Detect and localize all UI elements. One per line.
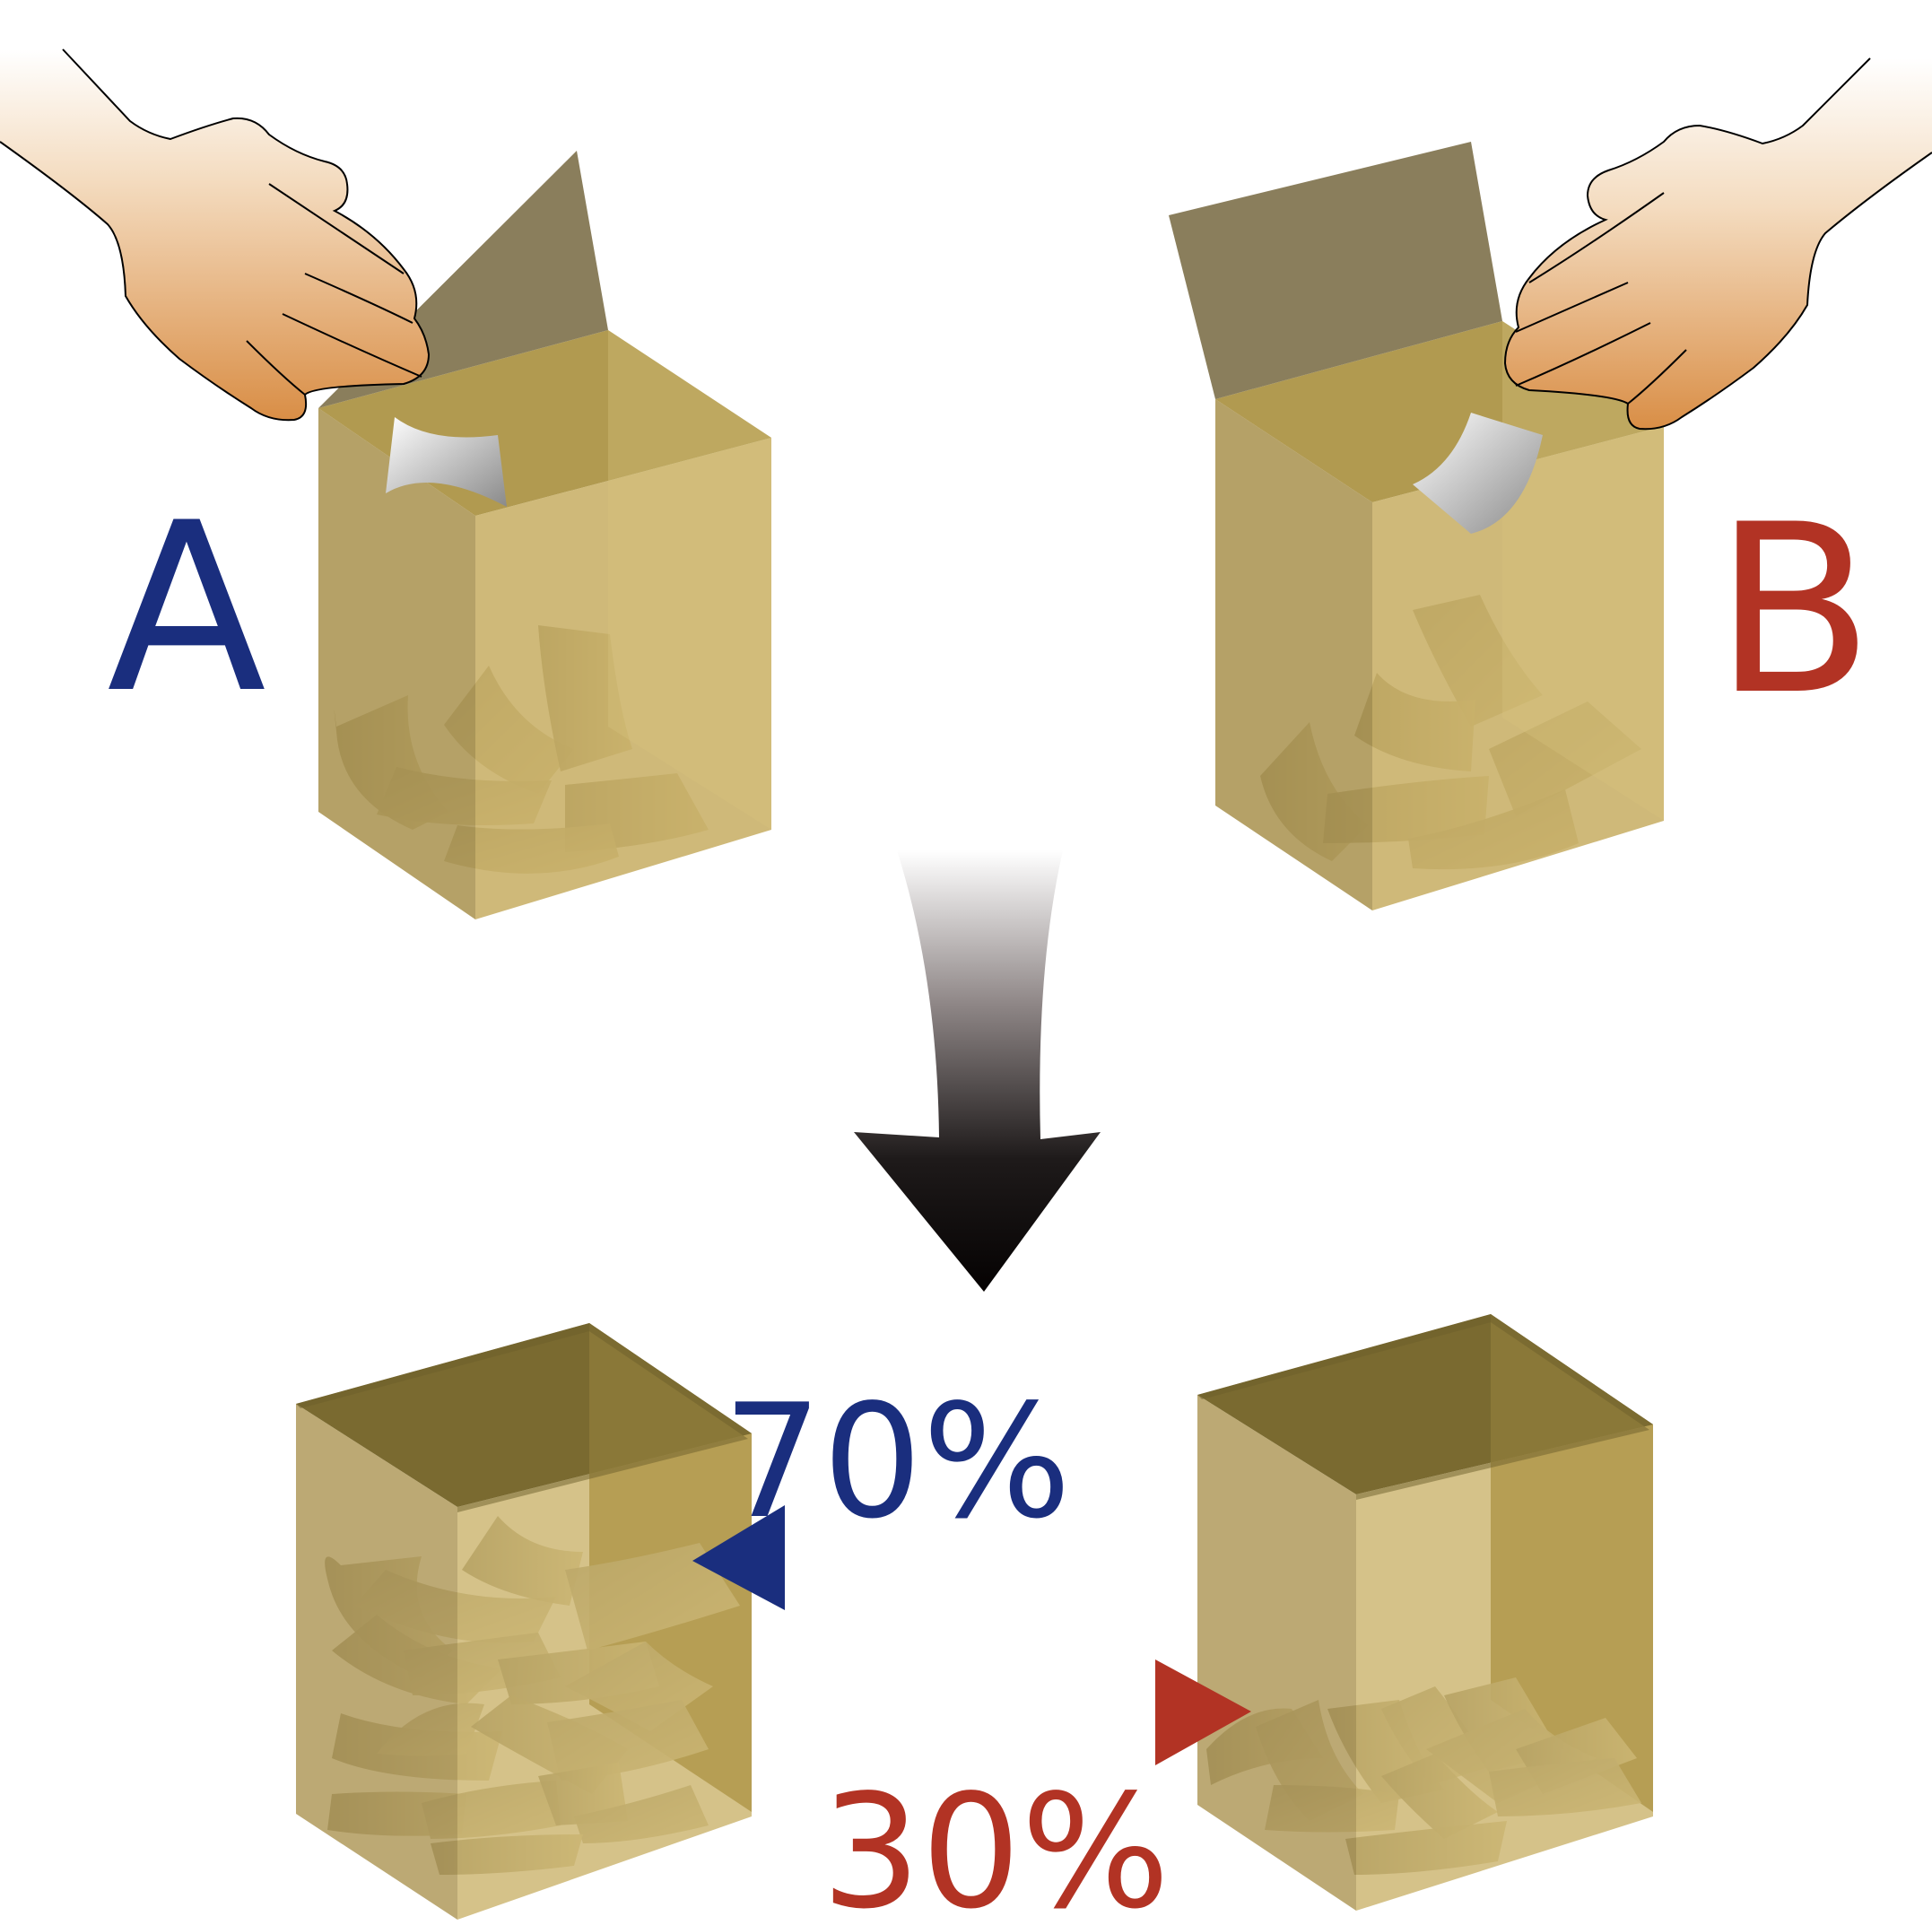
arrow-down-icon (854, 850, 1101, 1292)
pointer-b-icon (1155, 1659, 1251, 1765)
hand-right-icon (1503, 57, 1932, 431)
result-box-b-side (1356, 1424, 1653, 1911)
box-b-side (1372, 426, 1664, 910)
result-box-a-front (296, 1404, 457, 1920)
slip-b (1413, 413, 1543, 534)
result-label-b: 30% (822, 1762, 1171, 1925)
box-a-side (475, 438, 771, 919)
hand-left-icon (0, 48, 431, 422)
pointer-a-icon (692, 1505, 785, 1610)
result-box-a (296, 1323, 752, 1920)
label-candidate-b: B (1714, 475, 1874, 746)
ballot-box-b (1169, 142, 1664, 910)
result-label-a: 70% (723, 1372, 1072, 1554)
box-b-front (1215, 399, 1372, 910)
box-b-lid (1169, 142, 1502, 399)
result-box-b-front (1197, 1395, 1356, 1911)
box-a-front (318, 408, 475, 919)
result-box-b (1197, 1314, 1653, 1911)
label-candidate-a: A (107, 474, 267, 745)
ballot-box-a (318, 151, 771, 919)
slip-a (386, 417, 507, 507)
result-box-a-side (457, 1433, 752, 1920)
